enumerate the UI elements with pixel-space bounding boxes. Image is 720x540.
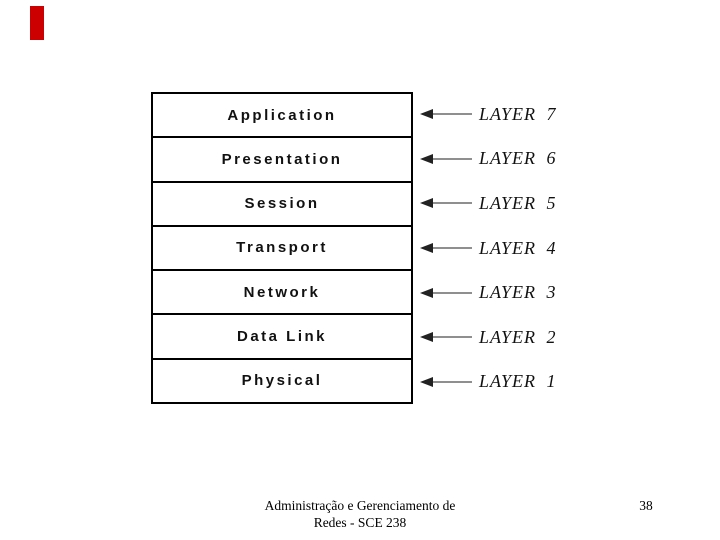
layer-box-label: Application bbox=[227, 106, 337, 124]
arrow-head-icon bbox=[420, 376, 433, 387]
layer-number-label: LAYER 7 bbox=[479, 103, 557, 124]
layer-pointer-row: LAYER 3 bbox=[420, 270, 700, 315]
layer-pointer-row: LAYER 4 bbox=[420, 226, 700, 271]
arrow-head-icon bbox=[420, 243, 433, 254]
arrow-left-icon bbox=[420, 243, 472, 254]
arrow-left-icon bbox=[420, 376, 472, 387]
red-accent-marker bbox=[30, 6, 44, 40]
layer-number-label: LAYER 4 bbox=[479, 237, 557, 258]
layer-number-label: LAYER 3 bbox=[479, 282, 557, 303]
layer-box-label: Network bbox=[243, 283, 321, 301]
arrow-line bbox=[433, 336, 472, 339]
layer-box-physical: Physical bbox=[153, 360, 411, 402]
layer-box-data-link: Data Link bbox=[153, 315, 411, 360]
layer-pointer-row: LAYER 5 bbox=[420, 181, 700, 226]
layer-number-label: LAYER 5 bbox=[479, 192, 557, 213]
layer-number-label: LAYER 2 bbox=[479, 326, 557, 347]
layer-arrow-column: LAYER 7 LAYER 6 LAYER 5 LAYER 4 LAYER 3 … bbox=[420, 92, 700, 404]
layer-box-transport: Transport bbox=[153, 227, 411, 272]
arrow-head-icon bbox=[420, 109, 433, 120]
layer-number-label: LAYER 1 bbox=[479, 371, 557, 392]
arrow-left-icon bbox=[420, 153, 472, 164]
arrow-head-icon bbox=[420, 287, 433, 298]
arrow-head-icon bbox=[420, 153, 433, 164]
layer-box-application: Application bbox=[153, 94, 411, 139]
arrow-line bbox=[433, 157, 472, 160]
layer-box-network: Network bbox=[153, 271, 411, 316]
layer-box-label: Transport bbox=[236, 239, 328, 257]
layer-box-label: Session bbox=[244, 195, 320, 213]
layer-pointer-row: LAYER 2 bbox=[420, 315, 700, 360]
arrow-head-icon bbox=[420, 198, 433, 209]
arrow-left-icon bbox=[420, 287, 472, 298]
layer-box-label: Data Link bbox=[236, 328, 327, 346]
osi-layer-stack: Application Presentation Session Transpo… bbox=[151, 92, 413, 404]
layer-pointer-row: LAYER 1 bbox=[420, 359, 700, 404]
layer-box-presentation: Presentation bbox=[153, 138, 411, 183]
footer-line-2: Redes - SCE 238 bbox=[313, 515, 407, 530]
slide-footer: Administração e Gerenciamento de Redes -… bbox=[0, 497, 720, 531]
arrow-left-icon bbox=[420, 332, 472, 343]
page-number: 38 bbox=[639, 498, 653, 513]
arrow-left-icon bbox=[420, 109, 472, 120]
layer-pointer-row: LAYER 6 bbox=[420, 137, 700, 182]
layer-box-label: Physical bbox=[241, 372, 323, 390]
arrow-line bbox=[433, 247, 472, 250]
layer-pointer-row: LAYER 7 bbox=[420, 92, 700, 137]
layer-number-label: LAYER 6 bbox=[479, 148, 557, 169]
arrow-head-icon bbox=[420, 332, 433, 343]
arrow-line bbox=[433, 202, 472, 205]
arrow-line bbox=[433, 291, 472, 294]
layer-box-session: Session bbox=[153, 183, 411, 227]
arrow-line bbox=[433, 113, 472, 116]
arrow-left-icon bbox=[420, 198, 472, 209]
arrow-line bbox=[433, 380, 472, 383]
footer-line-1: Administração e Gerenciamento de bbox=[264, 498, 456, 513]
layer-box-label: Presentation bbox=[221, 150, 343, 168]
